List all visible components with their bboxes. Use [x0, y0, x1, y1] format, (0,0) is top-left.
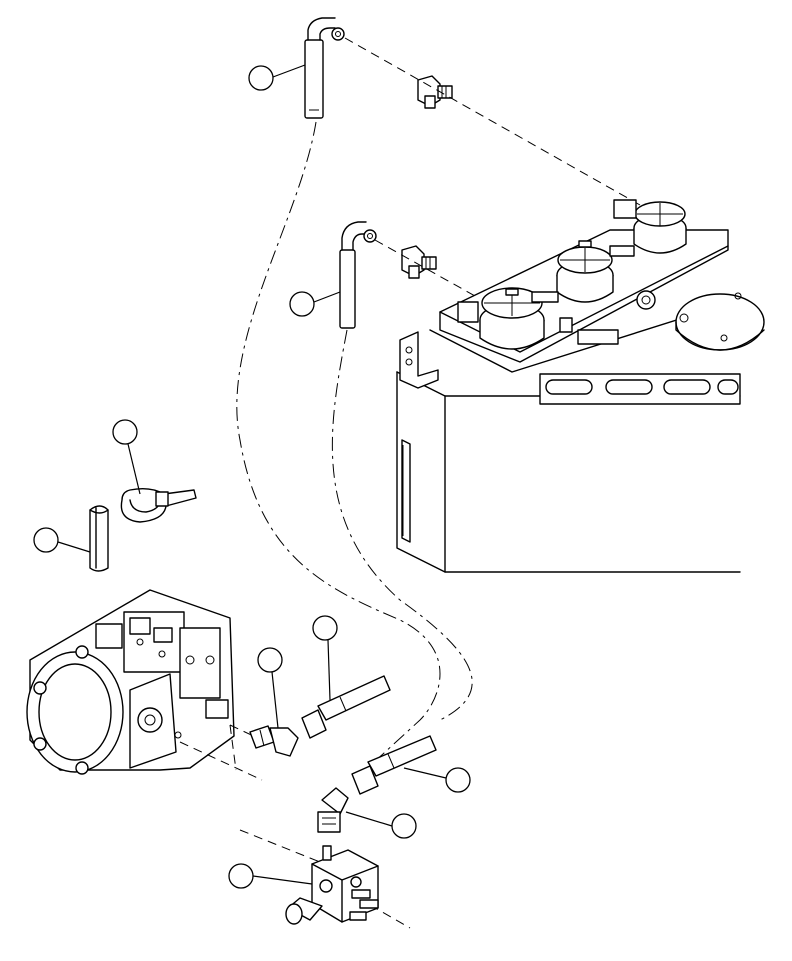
- cable-tie-clamp: [120, 487, 197, 523]
- callout-c2: [289, 291, 341, 317]
- filter-plate: [439, 199, 729, 363]
- upper-elbow-fitting: [417, 75, 453, 109]
- pump-elbow-fitting: [249, 725, 299, 757]
- upper-hose-assembly: [304, 17, 345, 119]
- protective-sleeve: [89, 505, 109, 572]
- callout-c8: [345, 811, 417, 839]
- middle-hose-assembly: [339, 221, 377, 329]
- callout-c4: [33, 527, 91, 553]
- manifold-block: [239, 829, 411, 929]
- block-elbow-fitting: [317, 787, 349, 833]
- callout-c9: [228, 863, 313, 889]
- callout-c3: [112, 419, 141, 495]
- hose-end-fitting-lower: [351, 735, 437, 795]
- callout-c7: [403, 767, 471, 793]
- tank-cap: [675, 292, 765, 351]
- hydraulic-tank: [396, 299, 741, 573]
- hose-end-fitting-upper: [301, 675, 391, 739]
- callout-c6: [257, 647, 283, 729]
- hydraulic-pump: [26, 589, 235, 775]
- callout-c1: [248, 64, 306, 91]
- callout-c5: [312, 615, 338, 701]
- middle-elbow-fitting: [401, 245, 437, 279]
